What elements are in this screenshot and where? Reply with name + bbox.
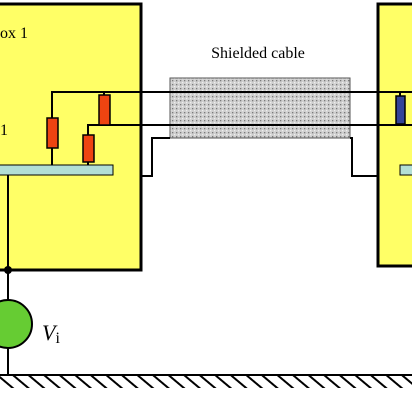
cable-label: Shielded cable: [211, 45, 305, 62]
junction-dot: [4, 266, 12, 274]
resistor-4: [395, 95, 406, 125]
box-1: [0, 2, 143, 272]
voltage-source: [0, 299, 33, 349]
source-label: Vi: [42, 320, 60, 347]
cable-shield: [169, 77, 351, 139]
box1-label: ox 1: [0, 25, 28, 42]
box1-inner-label: 1: [0, 122, 8, 139]
ground-plate-2: [399, 164, 412, 176]
source-symbol: V: [42, 320, 58, 345]
resistor-1: [46, 117, 59, 149]
box-2: [376, 2, 412, 268]
ground-hatch: [0, 375, 412, 388]
resistor-3: [82, 134, 95, 163]
resistor-2: [98, 94, 111, 126]
conductors: [51, 91, 412, 177]
ground-plate-1: [0, 164, 114, 176]
source-subscript: i: [55, 330, 60, 347]
